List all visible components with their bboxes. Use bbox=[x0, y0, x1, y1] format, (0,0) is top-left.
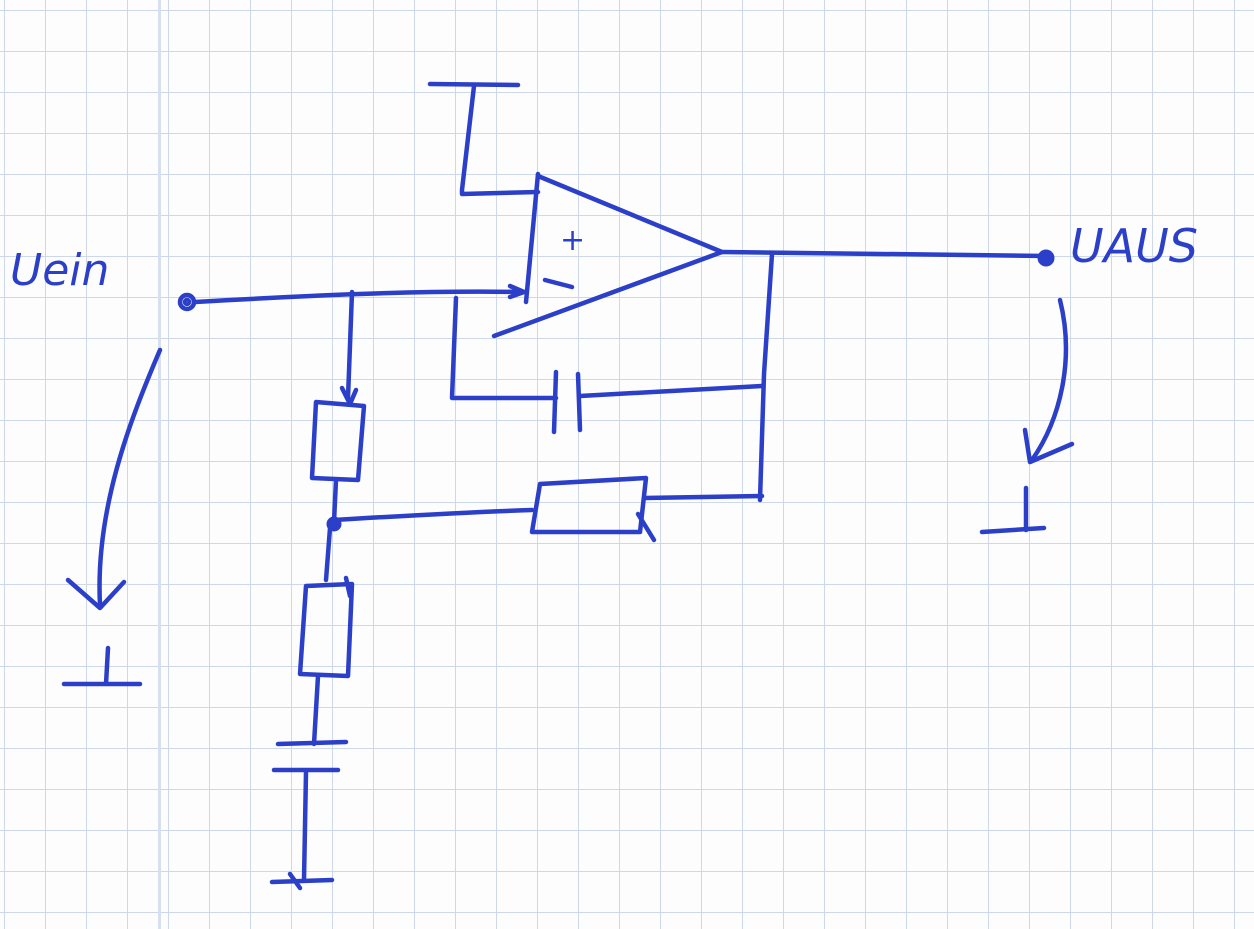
upper-divider-resistor bbox=[309, 289, 367, 525]
ground-capacitor bbox=[269, 739, 349, 891]
feedback-wire bbox=[757, 251, 775, 503]
paper-margin-line bbox=[158, 0, 161, 929]
lower-divider-resistor bbox=[297, 525, 355, 747]
op-amp-plus-sign: + bbox=[560, 223, 585, 258]
output-ground-arrow bbox=[979, 297, 1075, 535]
input-voltage-label: Uein bbox=[10, 245, 109, 296]
supply-connection bbox=[427, 81, 541, 197]
op-amp-minus-sign bbox=[542, 277, 575, 290]
input-ground-arrow bbox=[61, 347, 163, 687]
feedback-resistor bbox=[331, 475, 765, 543]
feedback-capacitor bbox=[449, 295, 765, 435]
output-voltage-label: UAUS bbox=[1070, 219, 1198, 273]
input-terminal bbox=[177, 283, 527, 312]
op-amp: + bbox=[491, 171, 725, 339]
output-terminal bbox=[719, 249, 1055, 267]
